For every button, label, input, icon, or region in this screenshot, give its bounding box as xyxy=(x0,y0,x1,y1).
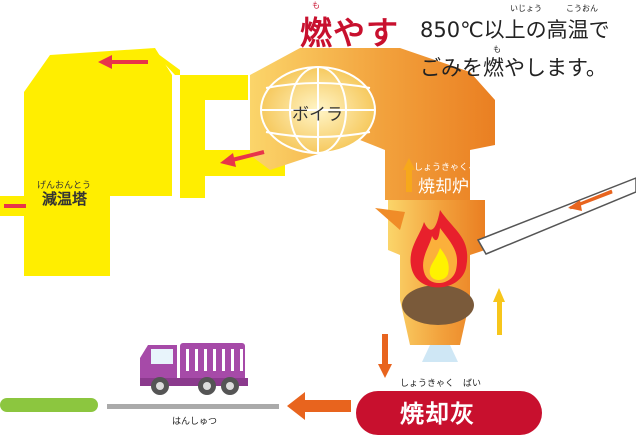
ruby-ijou: いじょう xyxy=(510,4,542,13)
ash-pile xyxy=(402,285,474,325)
haul-out-arrow xyxy=(287,392,351,420)
road-line xyxy=(107,404,279,409)
flame-icon xyxy=(410,210,468,288)
downward-ash-arrow xyxy=(378,334,392,378)
boiler-label: ボイラ xyxy=(292,105,343,125)
incinerator-label: 焼却炉 xyxy=(418,177,469,197)
haul-out-label: はんしゅつ xyxy=(172,417,218,427)
cooling-tower-ruby: げんおんとう xyxy=(37,181,92,191)
feed-chute xyxy=(476,177,636,255)
ruby-mo: も xyxy=(493,45,501,54)
description-line-1: 850℃以上の高温で xyxy=(420,18,610,42)
ash-chute xyxy=(422,345,458,362)
description-line-2: ごみを燃やします。 xyxy=(420,56,607,80)
title-ruby: も xyxy=(312,1,320,10)
yellow-duct-system xyxy=(0,48,285,276)
gas-flow-arrows xyxy=(4,55,265,208)
green-path xyxy=(0,398,98,412)
ruby-kouon: こうおん xyxy=(566,4,598,13)
cooling-tower-label: 減温塔 xyxy=(42,190,88,208)
boiler-globe xyxy=(260,66,376,154)
truck-icon xyxy=(140,343,248,395)
incinerator-ruby: しょうきゃくろ xyxy=(414,163,478,173)
ash-ruby: しょうきゃく ばい xyxy=(400,379,482,389)
upward-flow-arrows xyxy=(403,158,505,335)
section-title: 燃やす xyxy=(300,14,400,52)
ash-label: 焼却灰 xyxy=(400,400,475,428)
